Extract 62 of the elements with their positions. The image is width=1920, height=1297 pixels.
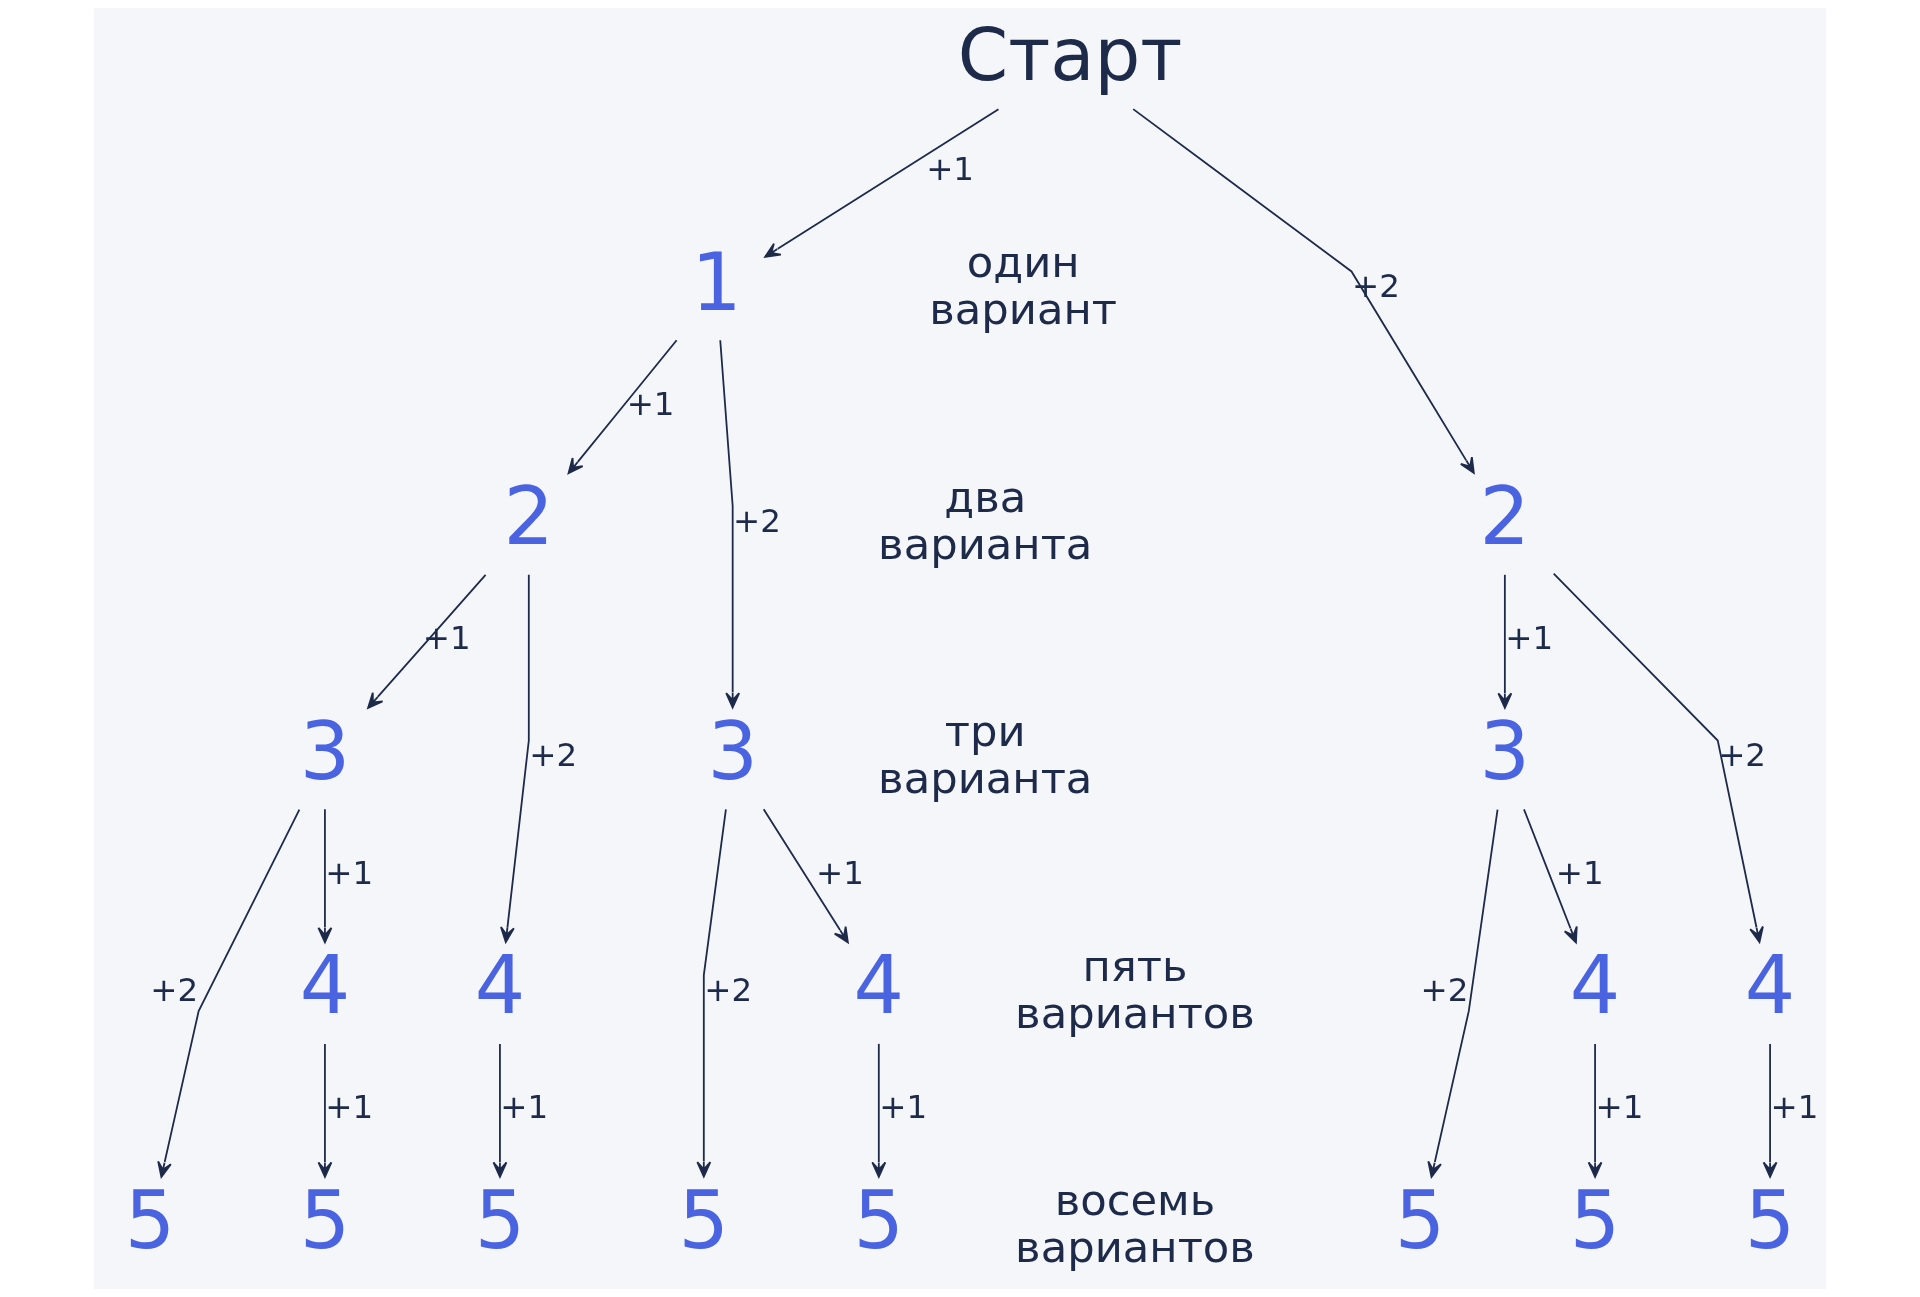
node-text: 5 [299, 1173, 351, 1267]
edge-label: +2 [704, 971, 753, 1010]
edge-label: +1 [1555, 853, 1604, 892]
node-text: 5 [474, 1173, 526, 1267]
node-text: 5 [678, 1173, 730, 1267]
edge-label: +1 [1505, 619, 1554, 658]
arrow [1762, 1043, 1778, 1178]
node-text: 5 [1744, 1173, 1796, 1267]
edge-label: +2 [529, 736, 578, 775]
node-text: 5 [1569, 1173, 1621, 1267]
label: три варианта [878, 706, 1093, 804]
arrow [500, 573, 530, 943]
edge-label: +1 [879, 1088, 928, 1127]
node-text: 2 [1479, 470, 1531, 564]
arrow [1497, 573, 1513, 709]
node-text: 4 [1569, 939, 1621, 1033]
node-text: 5 [1394, 1173, 1446, 1267]
node-text: 5 [124, 1173, 176, 1267]
edge-label: +1 [926, 150, 975, 189]
arrow [317, 808, 333, 944]
arrow [1523, 808, 1578, 944]
arrow [1427, 808, 1499, 1178]
label: два варианта [878, 471, 1093, 569]
node-text: 5 [853, 1173, 905, 1267]
edge-label: +1 [1770, 1088, 1819, 1127]
node-text: 4 [299, 939, 351, 1033]
arrow [871, 1043, 887, 1178]
node-text: 2 [503, 470, 555, 564]
arrow [764, 108, 1000, 258]
node-text: 4 [1744, 939, 1796, 1033]
arrow [1132, 108, 1475, 474]
edge-label: +1 [325, 853, 374, 892]
edge-label: +1 [325, 1088, 374, 1127]
label: восемь вариантов [1015, 1175, 1255, 1273]
node-text: 3 [707, 704, 758, 798]
node-text: 4 [853, 939, 905, 1033]
node-text: 1 [691, 235, 742, 329]
edge-label: +2 [1718, 736, 1767, 775]
arrow [696, 808, 727, 1178]
node-text: Старт [957, 13, 1183, 98]
arrow [1587, 1043, 1603, 1178]
arrow [492, 1043, 508, 1178]
edge-label: +2 [1420, 971, 1469, 1010]
arrow [157, 808, 301, 1178]
arrow [719, 339, 741, 709]
node-text: 3 [299, 704, 351, 798]
edge-label: +1 [626, 384, 675, 423]
edge-label: +2 [733, 501, 781, 540]
edge-label: +1 [1595, 1088, 1644, 1127]
edge-label: +1 [500, 1088, 549, 1127]
arrow [1552, 572, 1764, 943]
label: один вариант [929, 237, 1118, 335]
edge-label: +1 [422, 619, 471, 658]
arrow [762, 808, 849, 944]
node-text: 3 [1479, 704, 1531, 798]
label: пять вариантов [1015, 940, 1255, 1038]
arrow [567, 339, 678, 475]
node-text: 4 [474, 939, 526, 1033]
edge-label: +1 [816, 853, 864, 892]
arrow [367, 573, 487, 709]
edge-label: +2 [150, 971, 199, 1010]
arrow [317, 1043, 333, 1178]
